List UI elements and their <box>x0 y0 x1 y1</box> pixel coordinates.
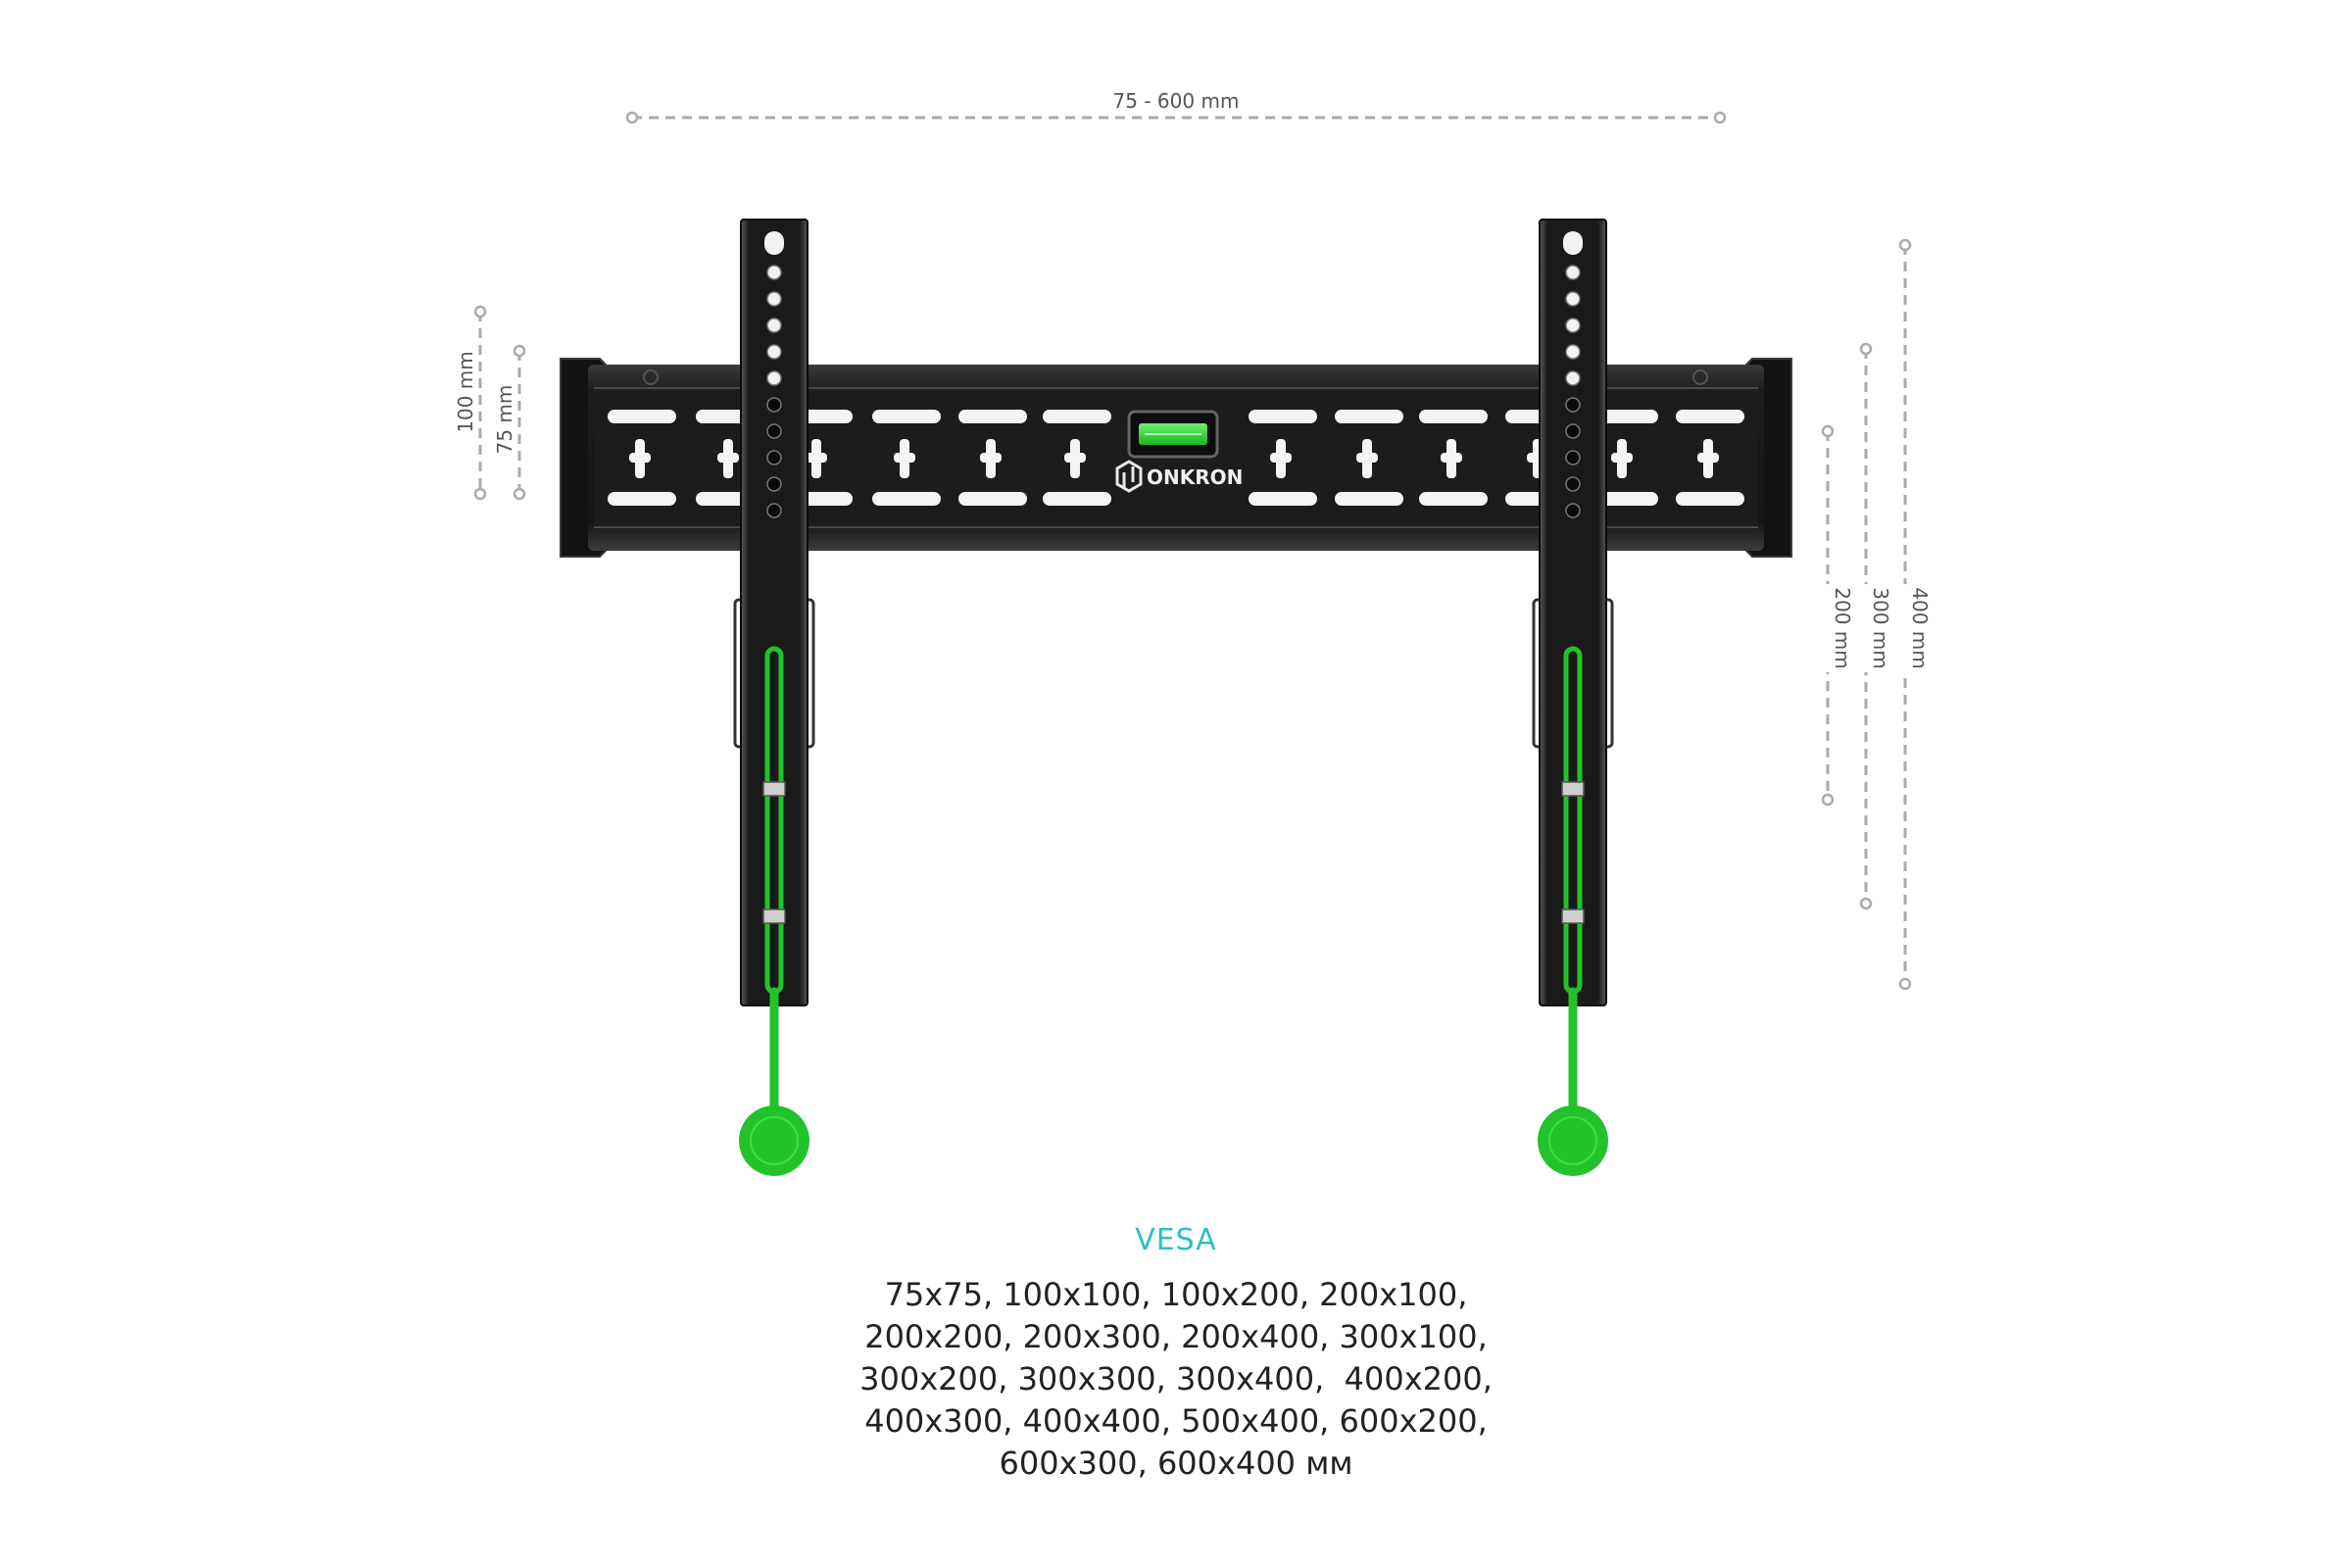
left-100mm-dimension: 100 mm <box>454 305 487 501</box>
plate-slot <box>872 492 941 506</box>
arm-body <box>740 219 808 1006</box>
plate-slot <box>608 492 676 506</box>
plate-keyhole <box>1064 453 1086 463</box>
right-300mm-label: 300 mm <box>1869 587 1892 669</box>
arm-hole <box>1565 291 1581 307</box>
right-400mm-label: 400 mm <box>1908 587 1932 669</box>
arm-hole <box>1565 450 1581 466</box>
plate-keyhole <box>1697 453 1719 463</box>
vesa-title: VESA <box>1135 1223 1217 1257</box>
plate-slot <box>1419 410 1488 423</box>
vesa-sizes-line: 200x200, 200x300, 200x400, 300x100, <box>864 1318 1488 1355</box>
plate-slot <box>1043 410 1111 423</box>
plate-keyhole <box>894 453 915 463</box>
arm-slot <box>764 231 784 255</box>
arm-hole <box>1565 344 1581 360</box>
arm-hole <box>766 476 782 492</box>
plate-slot <box>1335 410 1403 423</box>
plate-slot <box>1249 410 1317 423</box>
arm-slot <box>1563 231 1583 255</box>
right-400mm-dimension: 400 mm <box>1892 238 1932 991</box>
plate-slot <box>1676 492 1744 506</box>
onkron-logo-icon <box>1115 460 1143 493</box>
plate-keyhole <box>1270 453 1292 463</box>
plate-slot <box>1249 492 1317 506</box>
right-mounting-arm <box>1532 219 1614 1176</box>
onkron-logo: ONKRON <box>1115 460 1243 493</box>
vesa-sizes-list: 75x75, 100x100, 100x200, 200x100, 200x20… <box>0 1274 2352 1485</box>
plate-slot <box>958 492 1027 506</box>
arm-hole <box>766 344 782 360</box>
right-200mm-dimension: 200 mm <box>1815 424 1854 807</box>
cord-clip <box>762 781 786 797</box>
pull-tab-ring <box>1548 1116 1597 1165</box>
width-dimension: 75 - 600 mm <box>625 89 1727 124</box>
plate-slot <box>958 410 1027 423</box>
arm-hole <box>1565 318 1581 333</box>
bubble-level <box>1127 410 1219 459</box>
left-75mm-label: 75 mm <box>493 385 516 455</box>
plate-keyhole <box>1611 453 1633 463</box>
plate-slot <box>1419 492 1488 506</box>
vesa-sizes-line: 600x300, 600x400 мм <box>999 1445 1353 1482</box>
plate-keyhole <box>1441 453 1462 463</box>
brand-name: ONKRON <box>1147 466 1243 489</box>
arm-hole <box>766 370 782 386</box>
left-100mm-label: 100 mm <box>454 351 477 433</box>
pull-tab-ring <box>750 1116 799 1165</box>
arm-hole <box>1565 265 1581 280</box>
pull-tab <box>1538 1105 1608 1176</box>
arm-hole <box>1565 503 1581 518</box>
arm-body <box>1539 219 1607 1006</box>
arm-hole <box>1565 370 1581 386</box>
left-75mm-dimension: 75 mm <box>493 344 526 501</box>
arm-hole <box>766 318 782 333</box>
arm-hole <box>766 450 782 466</box>
pull-tab <box>739 1105 809 1176</box>
plate-slot <box>1676 410 1744 423</box>
arm-hole <box>766 397 782 413</box>
arm-hole <box>766 503 782 518</box>
left-mounting-arm <box>733 219 815 1176</box>
plate-keyhole <box>806 453 827 463</box>
cord-clip <box>1561 908 1585 924</box>
arm-hole <box>1565 397 1581 413</box>
right-200mm-label: 200 mm <box>1831 587 1854 669</box>
plate-keyhole <box>980 453 1002 463</box>
arm-hole <box>766 291 782 307</box>
plate-slot <box>872 410 941 423</box>
width-dimension-label: 75 - 600 mm <box>1113 89 1240 113</box>
plate-slot <box>1335 492 1403 506</box>
arm-hole <box>1565 476 1581 492</box>
arm-hole <box>1565 423 1581 439</box>
arm-hole <box>766 265 782 280</box>
vesa-sizes-line: 300x200, 300x300, 300x400, 400x200, <box>859 1360 1493 1397</box>
right-300mm-dimension: 300 mm <box>1853 342 1892 910</box>
plate-slot <box>1043 492 1111 506</box>
plate-keyhole <box>1356 453 1378 463</box>
arm-hole <box>766 423 782 439</box>
vesa-sizes-line: 400x300, 400x400, 500x400, 600x200, <box>864 1402 1488 1440</box>
cord-clip <box>762 908 786 924</box>
plate-keyhole <box>629 453 651 463</box>
vesa-sizes-line: 75x75, 100x100, 100x200, 200x100, <box>884 1276 1468 1313</box>
plate-keyhole <box>717 453 739 463</box>
plate-slot <box>608 410 676 423</box>
cord-clip <box>1561 781 1585 797</box>
